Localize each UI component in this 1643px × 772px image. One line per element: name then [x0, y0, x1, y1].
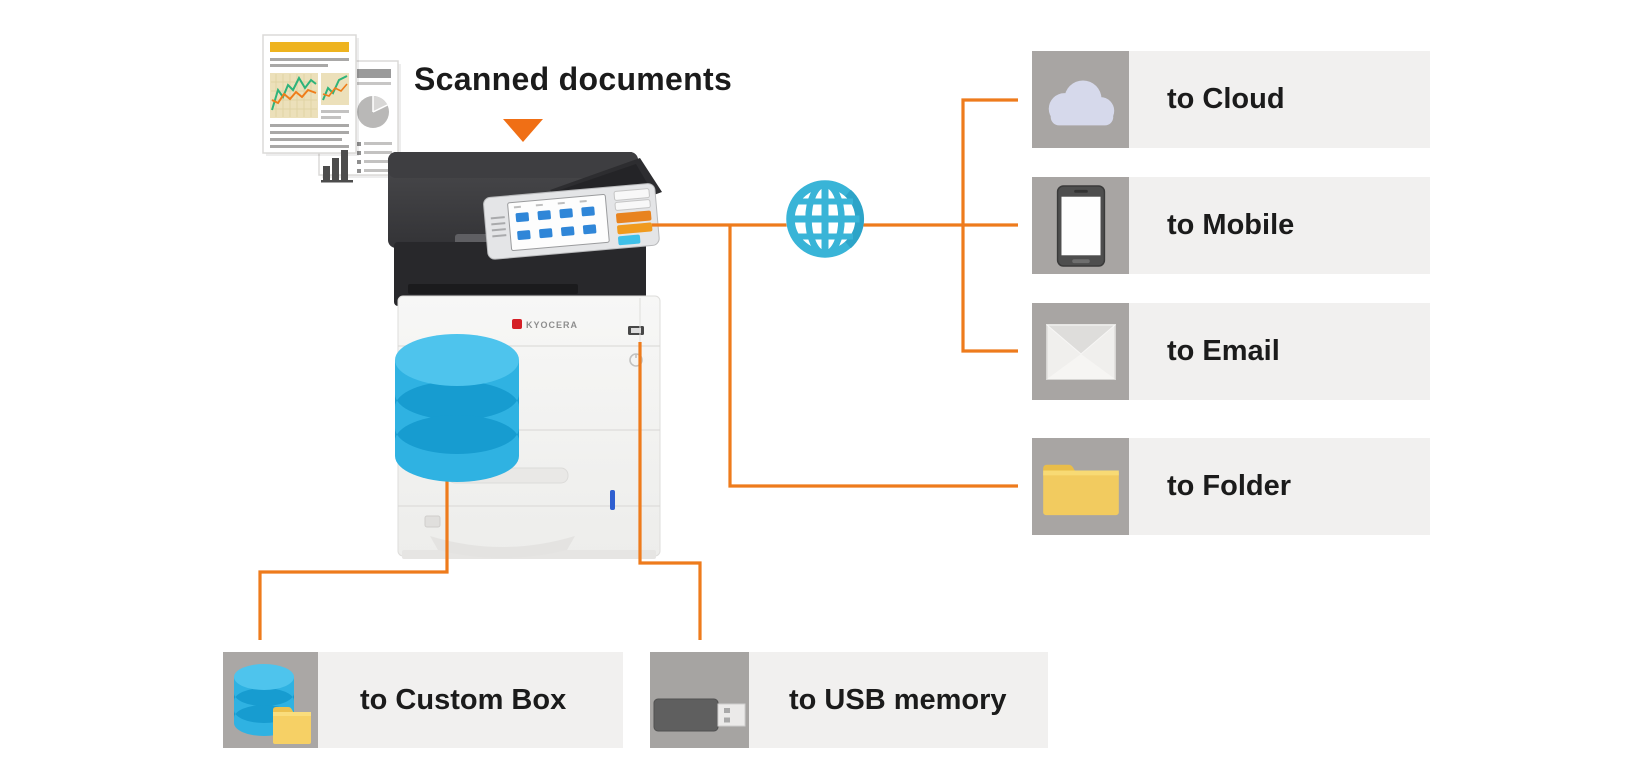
database-icon — [395, 334, 519, 482]
folder-small-icon — [273, 707, 311, 744]
destination-label-bar: to Email — [1129, 303, 1430, 400]
usb-drive-icon — [653, 698, 745, 732]
usb-icon-box — [650, 652, 749, 748]
svg-text:KYOCERA: KYOCERA — [526, 320, 578, 330]
scanned-documents-pages-icon — [262, 34, 401, 183]
smartphone-icon — [1056, 184, 1105, 267]
destination-label: to USB memory — [789, 683, 1007, 716]
control-panel — [483, 183, 660, 260]
cloud-icon — [1048, 79, 1114, 125]
page-title: Scanned documents — [414, 61, 733, 97]
kyocera-logo: KYOCERA — [512, 319, 578, 330]
destination-label: to Mobile — [1167, 209, 1295, 241]
folder-icon-box — [1032, 438, 1129, 535]
destination-row-folder: to Folder — [1032, 438, 1430, 535]
folder-icon — [1042, 464, 1119, 515]
destination-row-usb: to USB memory — [650, 652, 1048, 748]
kyocera-mfp-illustration: KYOCERA — [388, 152, 662, 559]
destination-row-mobile: to Mobile — [1032, 177, 1430, 274]
usb-port-icon — [628, 326, 644, 335]
custom-box-icon-box — [223, 652, 318, 748]
connector-to-folder — [728, 225, 1018, 488]
destination-label-bar: to Custom Box — [318, 652, 623, 748]
envelope-icon — [1045, 323, 1116, 380]
destination-label: to Email — [1167, 335, 1280, 367]
destination-label: to Folder — [1167, 470, 1292, 502]
smartphone-icon-box — [1032, 177, 1129, 274]
destination-row-email: to Email — [1032, 303, 1430, 400]
cloud-icon-box — [1032, 51, 1129, 148]
destination-label: to Custom Box — [360, 683, 567, 716]
destination-row-custom-box: to Custom Box — [223, 652, 623, 748]
destination-label-bar: to Cloud — [1129, 51, 1430, 148]
destination-label: to Cloud — [1167, 83, 1285, 115]
destination-label-bar: to USB memory — [749, 652, 1048, 748]
bar-chart-glyph — [321, 150, 353, 183]
down-arrow-icon — [503, 119, 543, 142]
destination-row-cloud: to Cloud — [1032, 51, 1430, 148]
envelope-icon-box — [1032, 303, 1129, 400]
destination-label-bar: to Folder — [1129, 438, 1430, 535]
globe-icon — [786, 180, 864, 258]
destination-label-bar: to Mobile — [1129, 177, 1430, 274]
connector-trunk-cloud-email — [961, 98, 1018, 353]
